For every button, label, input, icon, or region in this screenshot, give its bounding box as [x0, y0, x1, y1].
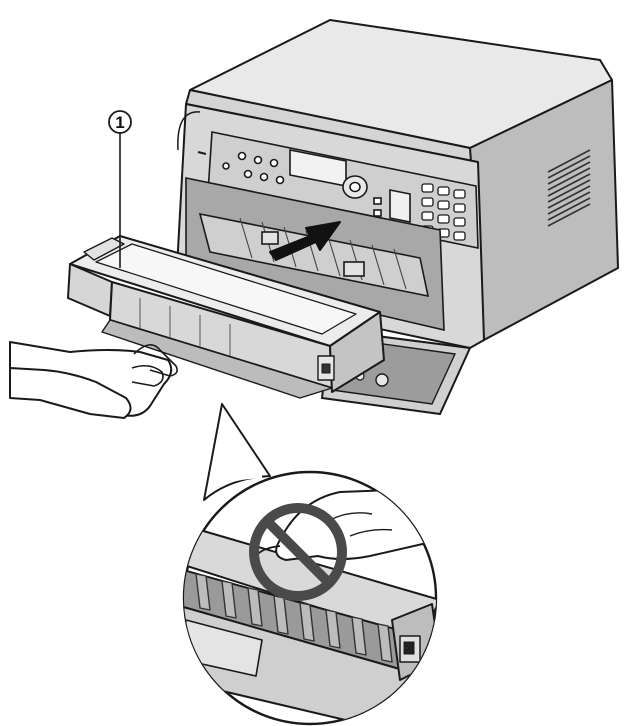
hand-left-thumb	[131, 364, 164, 387]
start-button	[389, 189, 411, 223]
panel-button	[373, 209, 382, 217]
control-panel	[197, 131, 479, 249]
zoom-content	[184, 487, 436, 724]
zoom-connector-tab	[403, 641, 415, 655]
panel-button	[269, 158, 279, 168]
callout-1: 1	[108, 110, 132, 268]
interior-ribs	[239, 217, 407, 290]
interior-rail	[198, 212, 430, 298]
printer-front-inner-edge	[177, 111, 201, 151]
panel-button	[259, 172, 269, 182]
door-latch	[375, 373, 389, 387]
panel-button	[253, 155, 263, 165]
cartridge-handle	[83, 237, 125, 261]
navigator-center	[349, 181, 361, 193]
panel-button	[243, 169, 253, 179]
side-vent-grille	[547, 149, 591, 227]
interior-gear	[343, 261, 365, 277]
do-not-touch-prohibition-icon	[249, 503, 347, 601]
brand-mark	[197, 151, 207, 155]
callout-1-number: 1	[115, 113, 124, 132]
hand-left	[9, 341, 178, 417]
panel-button	[237, 151, 247, 161]
toner-cartridge	[67, 235, 385, 399]
hand-left-arm	[9, 341, 173, 417]
cartridge-gear-tab	[321, 363, 331, 374]
hand-right	[9, 367, 132, 419]
zoom-drum-ribs	[195, 573, 393, 663]
printer-interior	[185, 177, 445, 332]
panel-button	[373, 197, 382, 205]
zoom-detail	[182, 403, 438, 726]
interior-gear	[261, 231, 279, 245]
insert-direction-arrow	[269, 221, 341, 261]
hand-left-fingers	[133, 344, 178, 377]
panel-button	[275, 175, 285, 185]
hand-right-arm	[9, 367, 132, 419]
panel-button	[222, 162, 230, 170]
cartridge-grip-ribs	[139, 298, 231, 356]
cartridge-bottom-edge	[101, 319, 333, 399]
